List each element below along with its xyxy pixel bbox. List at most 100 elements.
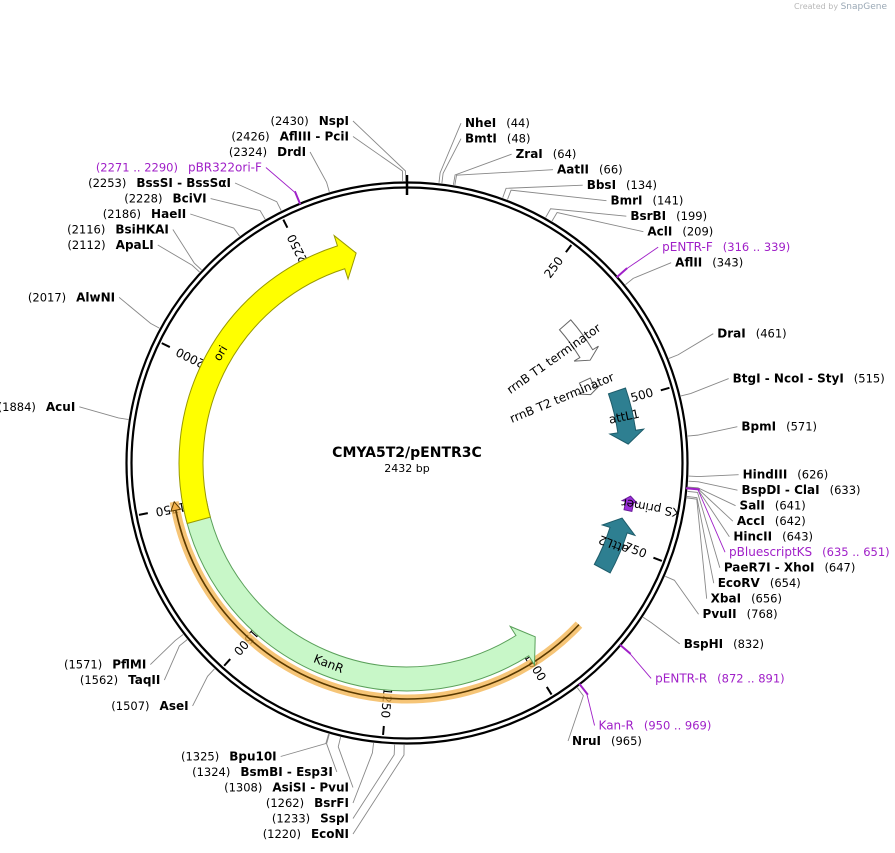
primer-mark <box>619 644 632 655</box>
primer-range: (635 .. 651) <box>822 545 890 559</box>
site-label[interactable]: PaeR7I - XhoI(647) <box>724 561 856 575</box>
site-label[interactable]: HincII(643) <box>733 530 813 544</box>
site-label[interactable]: AflII(343) <box>675 256 743 270</box>
site-label[interactable]: BbsI(134) <box>587 178 657 192</box>
site-label[interactable]: (1308)AsiSI - PvuI <box>224 781 349 795</box>
site-label[interactable]: (1220) EcoNI <box>263 827 349 841</box>
site-leaders <box>79 120 739 835</box>
feature-label-ori: ori <box>210 343 230 364</box>
tick-mark <box>223 658 231 667</box>
site-name: AccI <box>737 514 765 528</box>
site-leader <box>172 229 202 271</box>
site-position: (1220) <box>263 827 301 841</box>
site-label[interactable]: (2253) BssSI - BssSαI <box>88 176 231 190</box>
feature-kanr[interactable] <box>182 501 536 692</box>
site-label[interactable]: BspHI(832) <box>684 637 764 651</box>
primer-label[interactable]: (2271 .. 2290)pBR322ori-F <box>96 161 262 175</box>
site-label[interactable]: (2017)AlwNI <box>28 290 115 304</box>
site-name: SspI <box>320 812 349 826</box>
site-label[interactable]: (2324)DrdI <box>229 145 306 159</box>
site-label[interactable]: (1507)AseI <box>111 699 188 713</box>
tick-label: 250 <box>541 254 566 281</box>
site-name: BmrI <box>610 194 642 208</box>
site-leader <box>454 169 554 186</box>
site-label[interactable]: (2186)HaeII <box>103 207 186 221</box>
site-label[interactable]: (2116)BsiHKAI <box>67 223 169 237</box>
site-leader <box>79 406 129 420</box>
site-position: (2426) <box>231 130 269 144</box>
primer-label[interactable]: pBluescriptKS(635 .. 651) <box>729 545 890 559</box>
site-name: AlwNI <box>76 290 115 304</box>
site-name: EcoNI <box>311 827 349 841</box>
site-label[interactable]: (1324)BsmBI - Esp3I <box>192 765 333 779</box>
feature-rrnb-t1[interactable] <box>558 319 599 362</box>
site-label[interactable]: BpmI(571) <box>741 420 817 434</box>
site-leader <box>687 486 736 507</box>
site-label[interactable]: BsrBI(199) <box>630 209 707 223</box>
tick-mark <box>545 686 553 696</box>
site-label[interactable]: (1262)BsrFI <box>266 796 349 810</box>
site-name: BssSI - BssSαI <box>136 176 231 190</box>
site-leader <box>688 480 738 491</box>
site-label[interactable]: (2112)ApaLI <box>67 238 153 252</box>
site-label[interactable]: BspDI - ClaI(633) <box>741 483 860 497</box>
site-name: PaeR7I - XhoI <box>724 561 815 575</box>
feature-ori[interactable] <box>178 234 357 525</box>
site-label[interactable]: AatII(66) <box>557 163 623 177</box>
site-leader <box>438 123 462 183</box>
site-leader <box>567 687 584 742</box>
feature-attl2[interactable] <box>593 517 637 574</box>
site-label[interactable]: (1562)TaqII <box>80 673 161 687</box>
site-label[interactable]: (2228)BciVI <box>124 192 206 206</box>
site-label[interactable]: (2430)NspI <box>271 114 350 128</box>
kanr-cds-head <box>170 500 182 512</box>
site-position: (2228) <box>124 192 162 206</box>
primer-label[interactable]: pENTR-F(316 .. 339) <box>662 240 790 254</box>
site-label[interactable]: BtgI - NcoI - StyI(515) <box>733 372 885 386</box>
site-label[interactable]: (1233) SspI <box>272 812 349 826</box>
site-position: (1507) <box>111 699 149 713</box>
site-position: (64) <box>553 147 577 161</box>
site-position: (1233) <box>272 812 310 826</box>
site-label[interactable]: AccI(642) <box>737 514 806 528</box>
site-leader <box>337 736 354 788</box>
site-label[interactable]: (1571)PflMI <box>64 658 146 672</box>
site-label[interactable]: DraI(461) <box>717 327 786 341</box>
site-label[interactable]: NruI(965) <box>572 734 642 748</box>
site-label[interactable]: HindIII(626) <box>743 468 829 482</box>
site-name: BsrFI <box>314 796 349 810</box>
site-leader <box>507 189 607 202</box>
site-label[interactable]: AclI(209) <box>647 225 713 239</box>
site-name: NspI <box>319 114 349 128</box>
site-label[interactable]: (2426)AflIII - PciI <box>231 130 349 144</box>
site-name: DraI <box>717 327 745 341</box>
feature-rrnb-t2[interactable] <box>578 377 600 396</box>
site-label[interactable]: EcoRV(654) <box>718 576 801 590</box>
primer-name: Kan-R <box>599 718 634 732</box>
primer-label[interactable]: pENTR-R(872 .. 891) <box>655 671 785 685</box>
site-name: BtgI - NcoI - StyI <box>733 372 844 386</box>
site-label[interactable]: BmrI(141) <box>610 194 683 208</box>
site-position: (768) <box>747 607 778 621</box>
site-label[interactable]: ZraI(64) <box>516 147 577 161</box>
site-position: (1562) <box>80 673 118 687</box>
site-label[interactable]: (1325)Bpu10I <box>181 750 277 764</box>
site-label[interactable]: BmtI(48) <box>465 132 530 146</box>
primer-label[interactable]: Kan-R(950 .. 969) <box>599 718 712 732</box>
feature-ks-primer[interactable] <box>620 495 639 512</box>
site-position: (1571) <box>64 658 102 672</box>
site-position: (656) <box>751 592 782 606</box>
site-label[interactable]: XbaI(656) <box>711 592 782 606</box>
site-leader <box>642 616 681 645</box>
site-label[interactable]: SalI(641) <box>740 499 806 513</box>
site-leader <box>157 244 200 273</box>
site-leader <box>163 639 188 681</box>
site-label[interactable]: (1884)AcuI <box>0 400 75 414</box>
site-label[interactable]: PvuII(768) <box>703 607 778 621</box>
site-position: (626) <box>797 468 828 482</box>
feature-attl1[interactable] <box>607 387 646 445</box>
site-position: (2253) <box>88 176 126 190</box>
site-name: Bpu10I <box>229 750 276 764</box>
site-label[interactable]: NheI(44) <box>465 116 530 130</box>
